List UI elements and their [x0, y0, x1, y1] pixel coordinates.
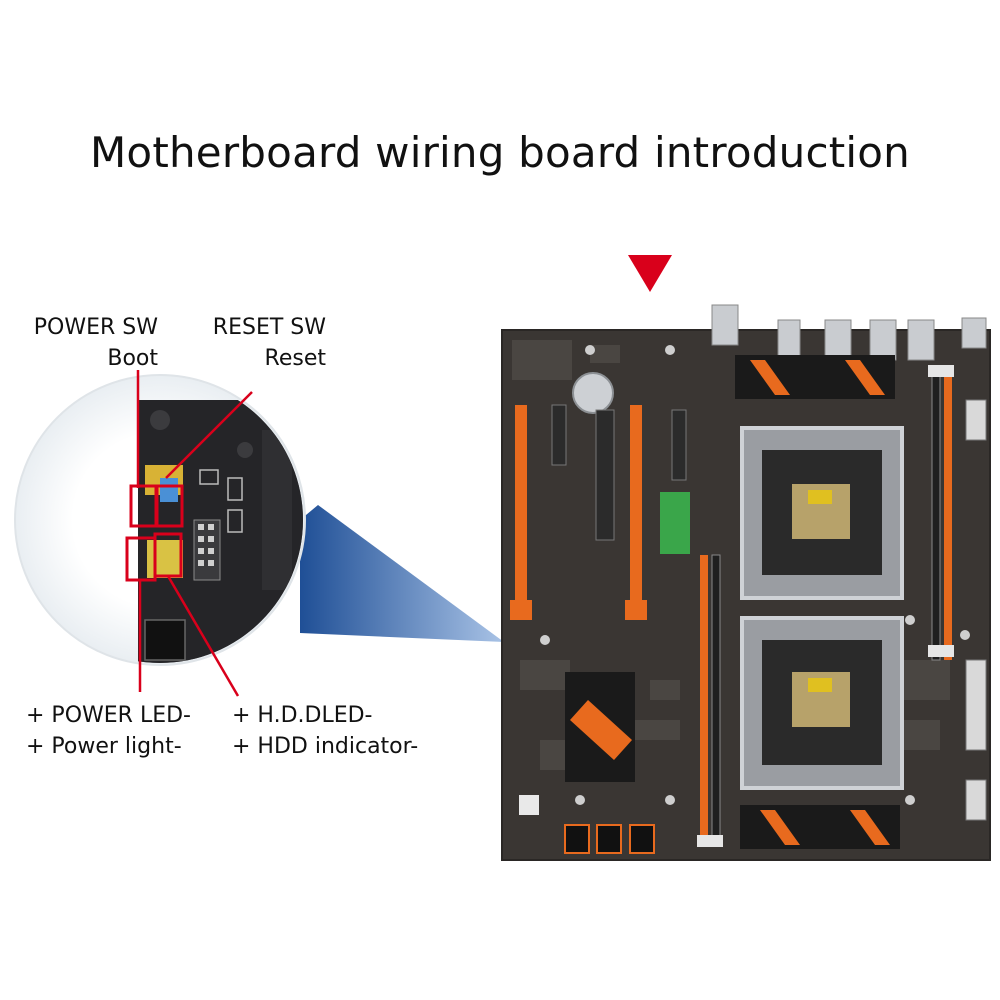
hdd-led-title: + H.D.DLED- [232, 703, 373, 728]
leader-lines [136, 370, 253, 697]
cpu-socket-2 [740, 616, 904, 790]
cpu-socket-1 [740, 426, 904, 600]
motherboard [501, 304, 991, 861]
power-sw-label: POWER SW Boot [18, 312, 158, 374]
zoom-cone [300, 505, 504, 642]
hdd-led-label: + H.D.DLED- + HDD indicator- [232, 700, 418, 762]
power-led-label: + POWER LED- + Power light- [26, 700, 191, 762]
page-title: Motherboard wiring board introduction [89, 128, 910, 177]
reset-sw-subtitle: Reset [264, 346, 326, 371]
power-led-subtitle: + Power light- [26, 734, 182, 759]
hdd-led-subtitle: + HDD indicator- [232, 734, 419, 759]
power-sw-subtitle: Boot [107, 346, 158, 371]
reset-sw-title: RESET SW [212, 315, 326, 340]
power-led-title: + POWER LED- [26, 703, 191, 728]
pointer-triangle [628, 255, 672, 292]
reset-sw-label: RESET SW Reset [200, 312, 326, 374]
power-sw-title: POWER SW [33, 315, 158, 340]
